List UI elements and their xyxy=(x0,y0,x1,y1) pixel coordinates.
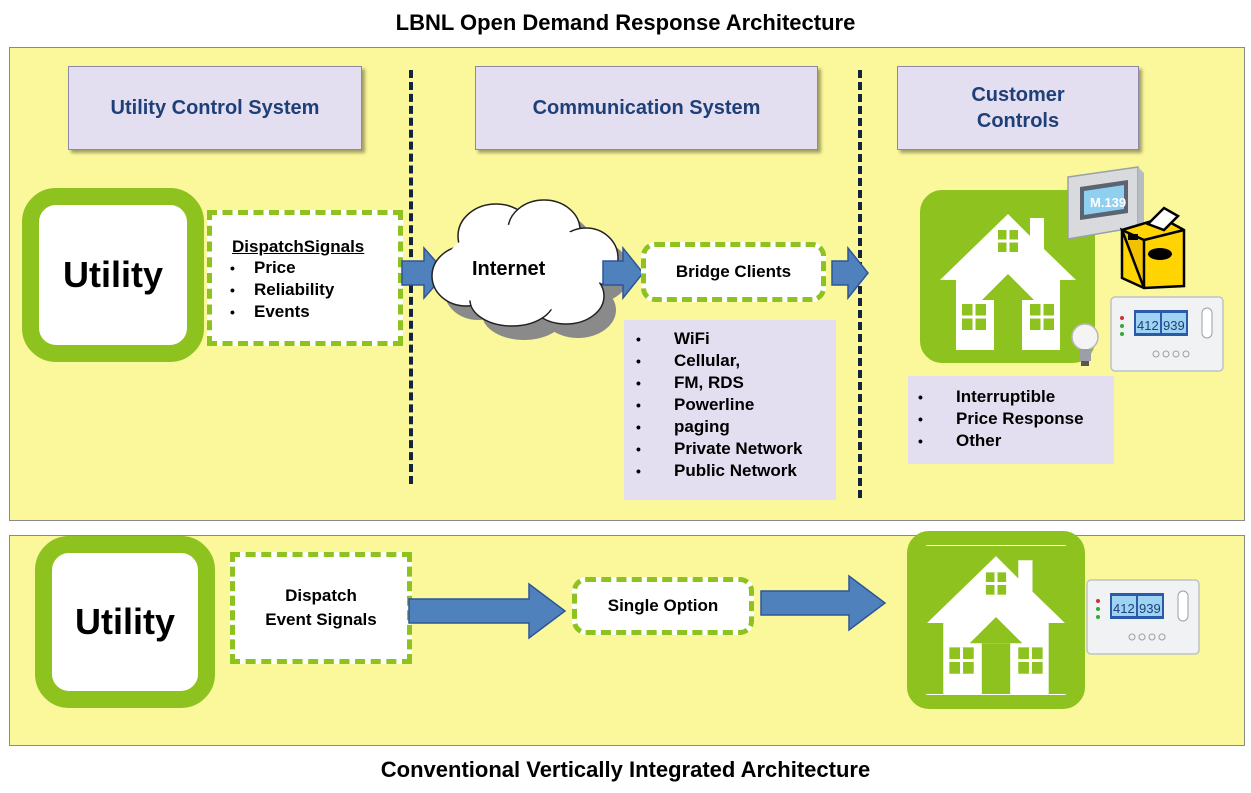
meter-readout: M.139 xyxy=(1090,195,1126,210)
customer-controls-header: Customer Controls xyxy=(897,66,1139,150)
arrow-dispatch-to-single xyxy=(408,582,567,640)
utility-control-system-header: Utility Control System xyxy=(68,66,362,150)
thermostat-readout-1: 412 xyxy=(1137,318,1159,333)
dispatch-item: Reliability xyxy=(228,279,398,301)
internet-label: Internet xyxy=(472,258,546,280)
comm-option: Private Network xyxy=(634,438,836,460)
dispatch-item: Price xyxy=(228,257,398,279)
comm-option: FM, RDS xyxy=(634,372,836,394)
customer-controls-line1: Customer xyxy=(971,84,1065,106)
thermostat-icon-bottom: 412 939 xyxy=(1086,579,1200,655)
dispatch-event-signals-box: Dispatch Event Signals xyxy=(230,552,412,664)
light-bulb-icon xyxy=(1071,323,1099,366)
comm-option: paging xyxy=(634,416,836,438)
utility-label: Utility xyxy=(62,254,163,295)
arrow-internet-to-bridge xyxy=(602,245,644,301)
washing-machine-icon xyxy=(1119,206,1186,290)
customer-response-list: Interruptible Price Response Other xyxy=(908,376,1114,464)
single-option-label: Single Option xyxy=(607,596,719,615)
communication-options-list: WiFi Cellular, FM, RDS Powerline paging … xyxy=(624,320,836,500)
comm-option: Cellular, xyxy=(634,350,836,372)
dispatch-signals-list: Price Reliability Events xyxy=(228,257,398,323)
dispatch-signals-title: DispatchSignals xyxy=(232,237,365,256)
thermostat-icon: 412 939 xyxy=(1110,296,1224,372)
utility-label-bottom: Utility xyxy=(74,601,175,642)
single-option-box: Single Option xyxy=(572,577,754,635)
comm-option: Powerline xyxy=(634,394,836,416)
smart-meter-icon: M.139 xyxy=(1067,166,1144,240)
dispatch-item: Events xyxy=(228,301,398,323)
utility-box: Utility xyxy=(22,188,204,362)
top-title: LBNL Open Demand Response Architecture xyxy=(395,10,856,35)
communication-system-header: Communication System xyxy=(475,66,818,150)
utility-box-bottom: Utility xyxy=(35,536,215,708)
thermostat-readout-2: 939 xyxy=(1163,318,1185,333)
dispatch-event-line2: Event Signals xyxy=(265,610,377,629)
customer-option: Other xyxy=(916,430,1114,452)
thermostat-bottom-readout-2: 939 xyxy=(1139,601,1161,616)
dispatch-signals-box: DispatchSignals Price Reliability Events xyxy=(207,210,403,346)
arrow-bridge-to-customer xyxy=(831,245,869,301)
customer-option: Interruptible xyxy=(916,386,1114,408)
arrow-single-to-house xyxy=(760,574,887,632)
comm-option: Public Network xyxy=(634,460,836,482)
house-icon-bottom xyxy=(921,546,1071,694)
comm-option: WiFi xyxy=(634,328,836,350)
bridge-clients-label: Bridge Clients xyxy=(675,262,792,281)
customer-option: Price Response xyxy=(916,408,1114,430)
bridge-clients-box: Bridge Clients xyxy=(641,242,826,302)
internet-cloud xyxy=(431,199,630,340)
dispatch-event-line1: Dispatch xyxy=(285,586,357,605)
bottom-title: Conventional Vertically Integrated Archi… xyxy=(380,757,871,782)
thermostat-bottom-readout-1: 412 xyxy=(1113,601,1135,616)
customer-controls-line2: Controls xyxy=(976,110,1060,132)
house-icon xyxy=(934,204,1082,350)
